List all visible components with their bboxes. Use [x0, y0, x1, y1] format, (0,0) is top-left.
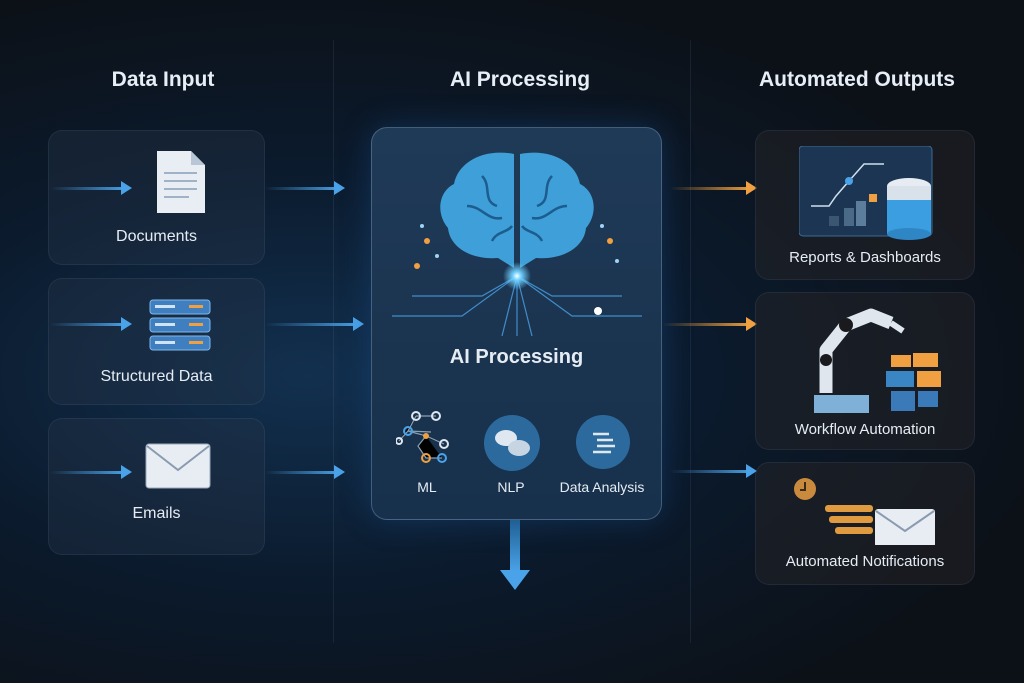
- arrow-to-ai-2: [265, 317, 364, 331]
- input-label: Emails: [132, 505, 181, 522]
- arrow-to-ai-1: [265, 181, 345, 195]
- document-icon: [157, 151, 205, 213]
- output-card-workflow[interactable]: Workflow Automation: [755, 292, 975, 450]
- divider-left: [333, 40, 334, 643]
- ai-processing-card[interactable]: AI Processing ML NLP Data Analysis: [371, 127, 662, 520]
- arrow-down-head: [500, 570, 530, 590]
- divider-right: [690, 40, 691, 643]
- module-label-ml: ML: [417, 479, 437, 495]
- column-title-processing: AI Processing: [449, 68, 591, 91]
- robot-arm-icon: [814, 308, 941, 413]
- output-card-reports[interactable]: Reports & Dashboards: [755, 130, 975, 280]
- input-card-structured-data[interactable]: Structured Data: [48, 278, 265, 405]
- server-icon: [149, 299, 211, 351]
- output-card-notifications[interactable]: Automated Notifications: [755, 462, 975, 585]
- output-label: Automated Notifications: [785, 553, 945, 570]
- analysis-icon: [576, 415, 630, 469]
- dashboard-icon: [799, 146, 933, 240]
- module-label-data-analysis: Data Analysis: [559, 479, 645, 495]
- input-label: Structured Data: [100, 368, 213, 385]
- input-card-emails[interactable]: Emails: [48, 418, 265, 555]
- output-label: Workflow Automation: [794, 421, 936, 438]
- notification-icon: [794, 478, 935, 545]
- brain-icon: [392, 152, 642, 336]
- input-card-documents[interactable]: Documents: [48, 130, 265, 265]
- arrow-in-left-2: [50, 317, 132, 331]
- module-label-nlp: NLP: [497, 479, 525, 495]
- arrow-down: [510, 520, 520, 572]
- arrow-out-3: [670, 464, 757, 478]
- network-graph-icon: [396, 411, 449, 463]
- output-label: Reports & Dashboards: [789, 249, 941, 266]
- envelope-icon: [145, 443, 211, 489]
- arrow-in-left-3: [50, 465, 132, 479]
- arrow-to-ai-3: [265, 465, 345, 479]
- arrow-out-2: [662, 317, 757, 331]
- chat-bubbles-icon: [484, 415, 540, 471]
- column-title-outputs: Automated Outputs: [759, 68, 955, 91]
- arrow-in-left-1: [50, 181, 132, 195]
- arrow-out-1: [670, 181, 757, 195]
- input-label: Documents: [116, 228, 197, 245]
- ai-processing-title: AI Processing: [449, 346, 584, 368]
- column-title-input: Data Input: [111, 68, 215, 91]
